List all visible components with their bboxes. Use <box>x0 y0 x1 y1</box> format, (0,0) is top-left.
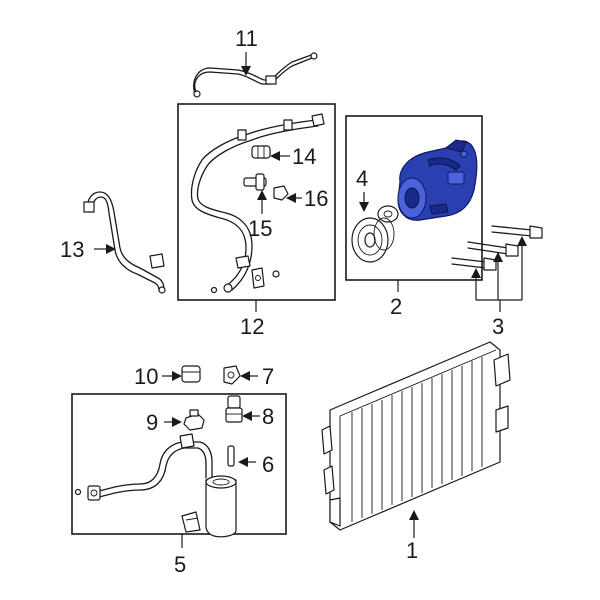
part-15-valve[interactable] <box>243 173 267 191</box>
part-14-switch[interactable] <box>251 145 271 159</box>
callout-label-4: 4 <box>356 166 368 191</box>
callout-label-3: 3 <box>492 314 504 339</box>
part-9-plug[interactable] <box>183 409 205 431</box>
callout-12: 12 <box>240 300 264 339</box>
callout-6: 6 <box>238 452 274 477</box>
group-box-5 <box>71 393 287 535</box>
callout-label-9: 9 <box>146 410 158 435</box>
part-8-switch[interactable] <box>225 395 243 423</box>
callout-5: 5 <box>174 534 186 577</box>
part-13-hose[interactable] <box>83 191 166 294</box>
group-box-2 <box>345 115 483 281</box>
callout-label-10: 10 <box>134 364 158 389</box>
callout-label-13: 13 <box>60 237 84 262</box>
part-2-compressor[interactable] <box>397 139 478 221</box>
callout-2: 2 <box>390 280 402 319</box>
callout-1: 1 <box>406 510 419 563</box>
part-11-hose[interactable] <box>193 52 318 98</box>
callout-8: 8 <box>242 404 274 429</box>
callout-9: 9 <box>146 410 182 435</box>
callout-16: 16 <box>286 186 328 211</box>
callout-label-15: 15 <box>248 216 272 241</box>
part-7-cap[interactable] <box>223 365 241 385</box>
callout-label-11: 11 <box>235 26 258 51</box>
callout-14: 14 <box>270 144 316 169</box>
part-1-condenser[interactable] <box>321 341 511 531</box>
bolt-2[interactable] <box>467 241 519 257</box>
part-6-pin[interactable] <box>227 445 235 467</box>
part-5-drier-line[interactable] <box>74 433 237 538</box>
callout-3: 3 <box>471 236 527 339</box>
callout-label-12: 12 <box>240 314 264 339</box>
callout-label-16: 16 <box>304 186 328 211</box>
bolt-3[interactable] <box>451 257 497 271</box>
callout-13: 13 <box>60 237 116 262</box>
callout-10: 10 <box>134 364 182 389</box>
callout-7: 7 <box>240 364 274 389</box>
callout-label-7: 7 <box>262 364 274 389</box>
callout-label-2: 2 <box>390 294 402 319</box>
callout-label-6: 6 <box>262 452 274 477</box>
part-4-clutch[interactable] <box>351 205 399 263</box>
part-16-cap[interactable] <box>273 185 289 201</box>
callout-15: 15 <box>248 190 272 241</box>
callout-label-5: 5 <box>174 552 186 577</box>
callout-label-8: 8 <box>262 404 274 429</box>
part-3-bolts[interactable] <box>451 225 543 271</box>
part-10-cap[interactable] <box>181 365 201 383</box>
callout-11: 11 <box>235 26 258 76</box>
callout-label-14: 14 <box>292 144 316 169</box>
callout-label-1: 1 <box>406 538 418 563</box>
bolt-1[interactable] <box>491 225 543 239</box>
part-12-hose[interactable] <box>190 113 325 294</box>
condenser-fins <box>351 357 483 522</box>
callout-4: 4 <box>356 166 369 212</box>
